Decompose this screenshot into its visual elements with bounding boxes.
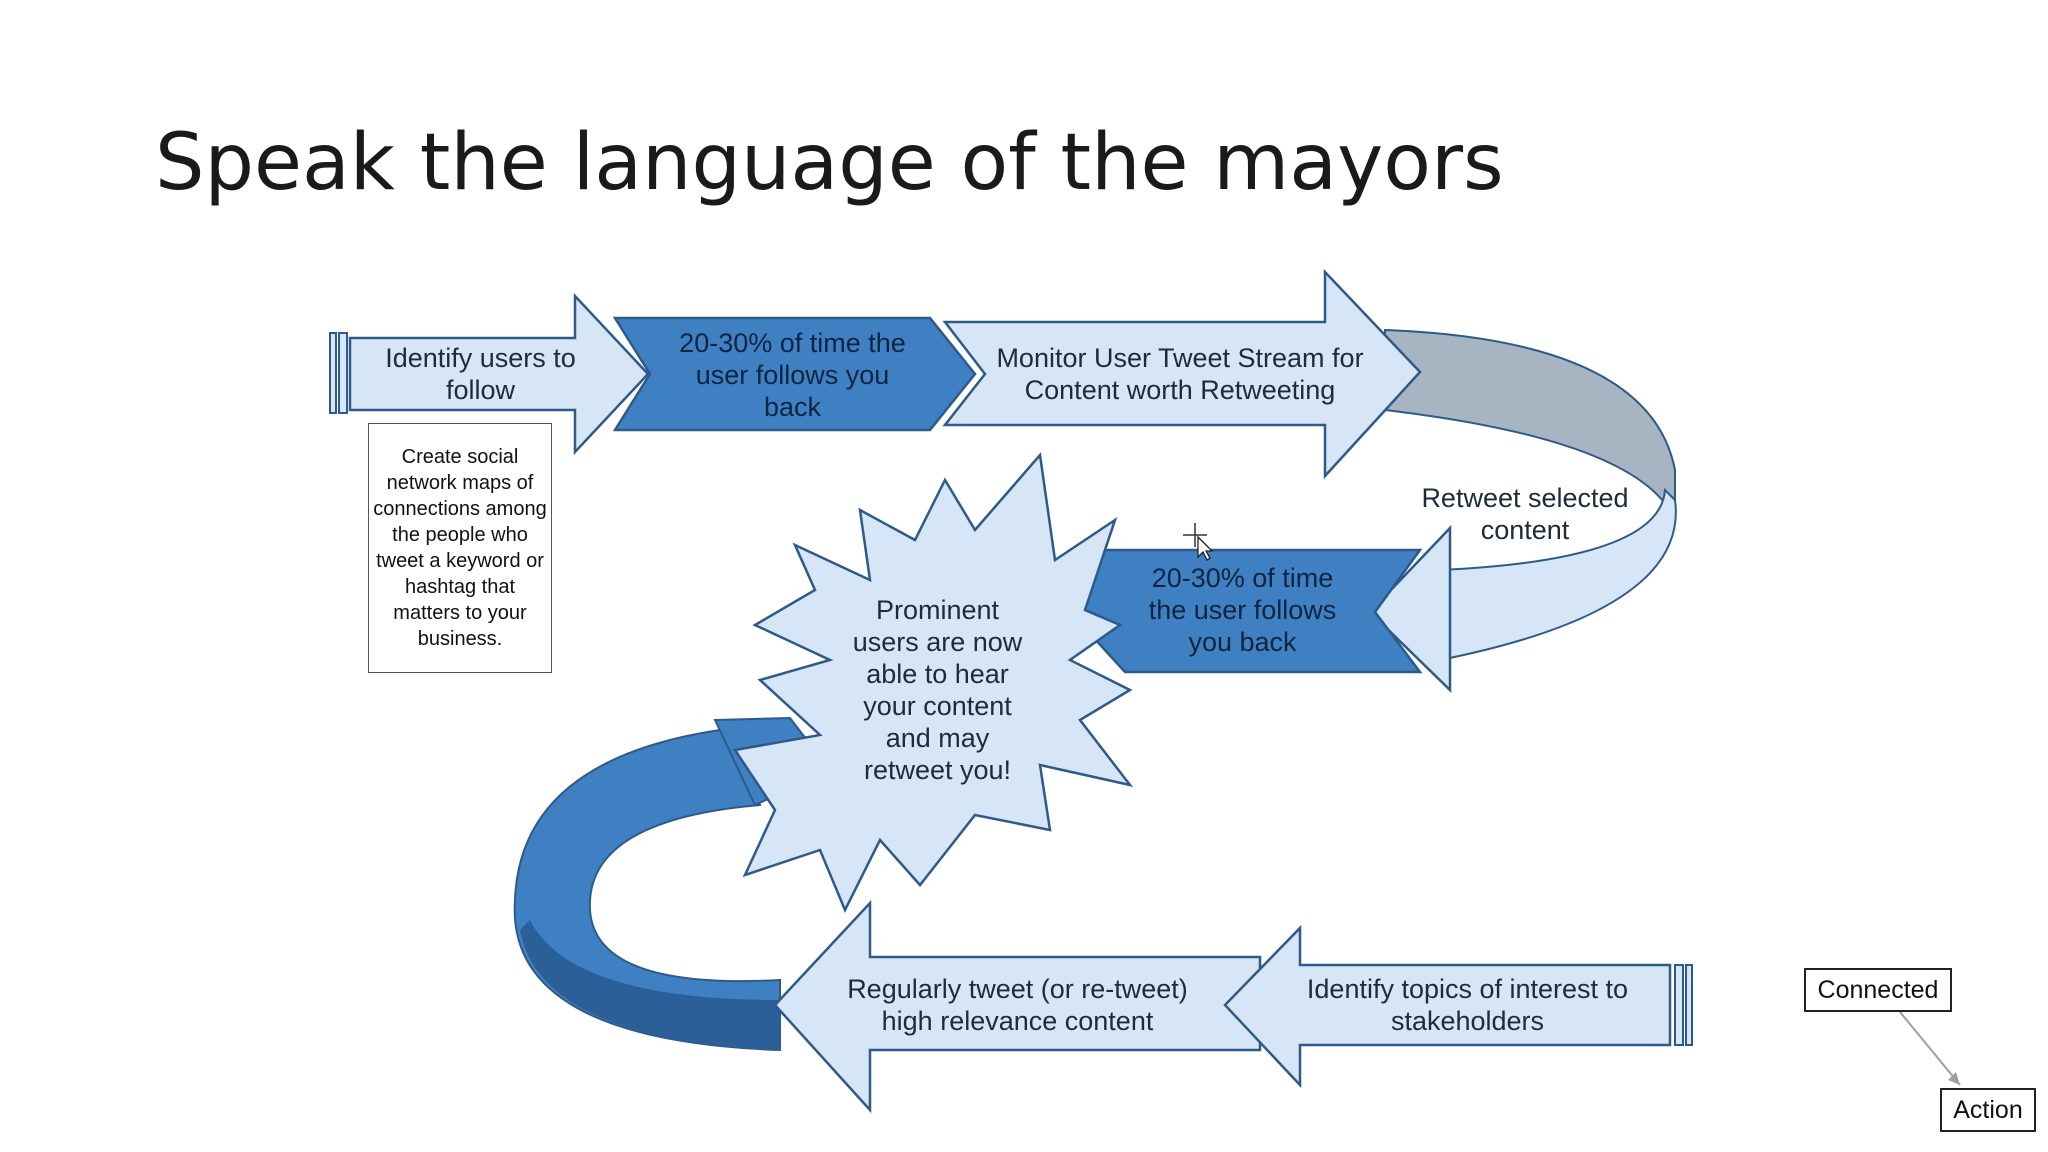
top-loop-back xyxy=(1384,328,1676,521)
label-prominent-users: Prominent users are now able to hear you… xyxy=(852,595,1023,785)
arrow-identify-topics xyxy=(1223,924,1672,1089)
arrow-identify-users xyxy=(348,292,650,456)
label-monitor-stream: Monitor User Tweet Stream for Content wo… xyxy=(996,343,1364,405)
label-retweet-selected: Retweet selected content xyxy=(1421,483,1629,545)
arrow-retweet-return xyxy=(1368,524,1452,693)
connector-arrowhead xyxy=(1948,1072,1960,1085)
connected-label: Connected xyxy=(1804,968,1952,1012)
start-bars xyxy=(329,332,337,414)
move-cursor-icon xyxy=(1183,523,1214,561)
bottom-loop-shadow xyxy=(520,920,780,1050)
arrow-regular-tweet xyxy=(773,899,1262,1114)
label-identify-topics: Identify topics of interest to stakehold… xyxy=(1306,974,1629,1036)
slide-title: Speak the language of the mayors xyxy=(155,118,1504,208)
label-follow-back-top: 20-30% of time the user follows you back xyxy=(679,328,906,422)
label-regular-tweet: Regularly tweet (or re-tweet) high relev… xyxy=(847,974,1188,1036)
starburst xyxy=(732,452,1134,914)
label-follow-back-mid: 20-30% of time the user follows you back xyxy=(1148,563,1337,657)
connector-line xyxy=(1899,1011,1961,1086)
label-identify-users: Identify users to follow xyxy=(385,343,576,405)
social-map-note: Create social network maps of connection… xyxy=(368,423,552,673)
chevron-follow-back-top xyxy=(612,316,977,432)
action-label: Action xyxy=(1940,1088,2036,1132)
arrow-monitor-stream xyxy=(942,268,1422,480)
